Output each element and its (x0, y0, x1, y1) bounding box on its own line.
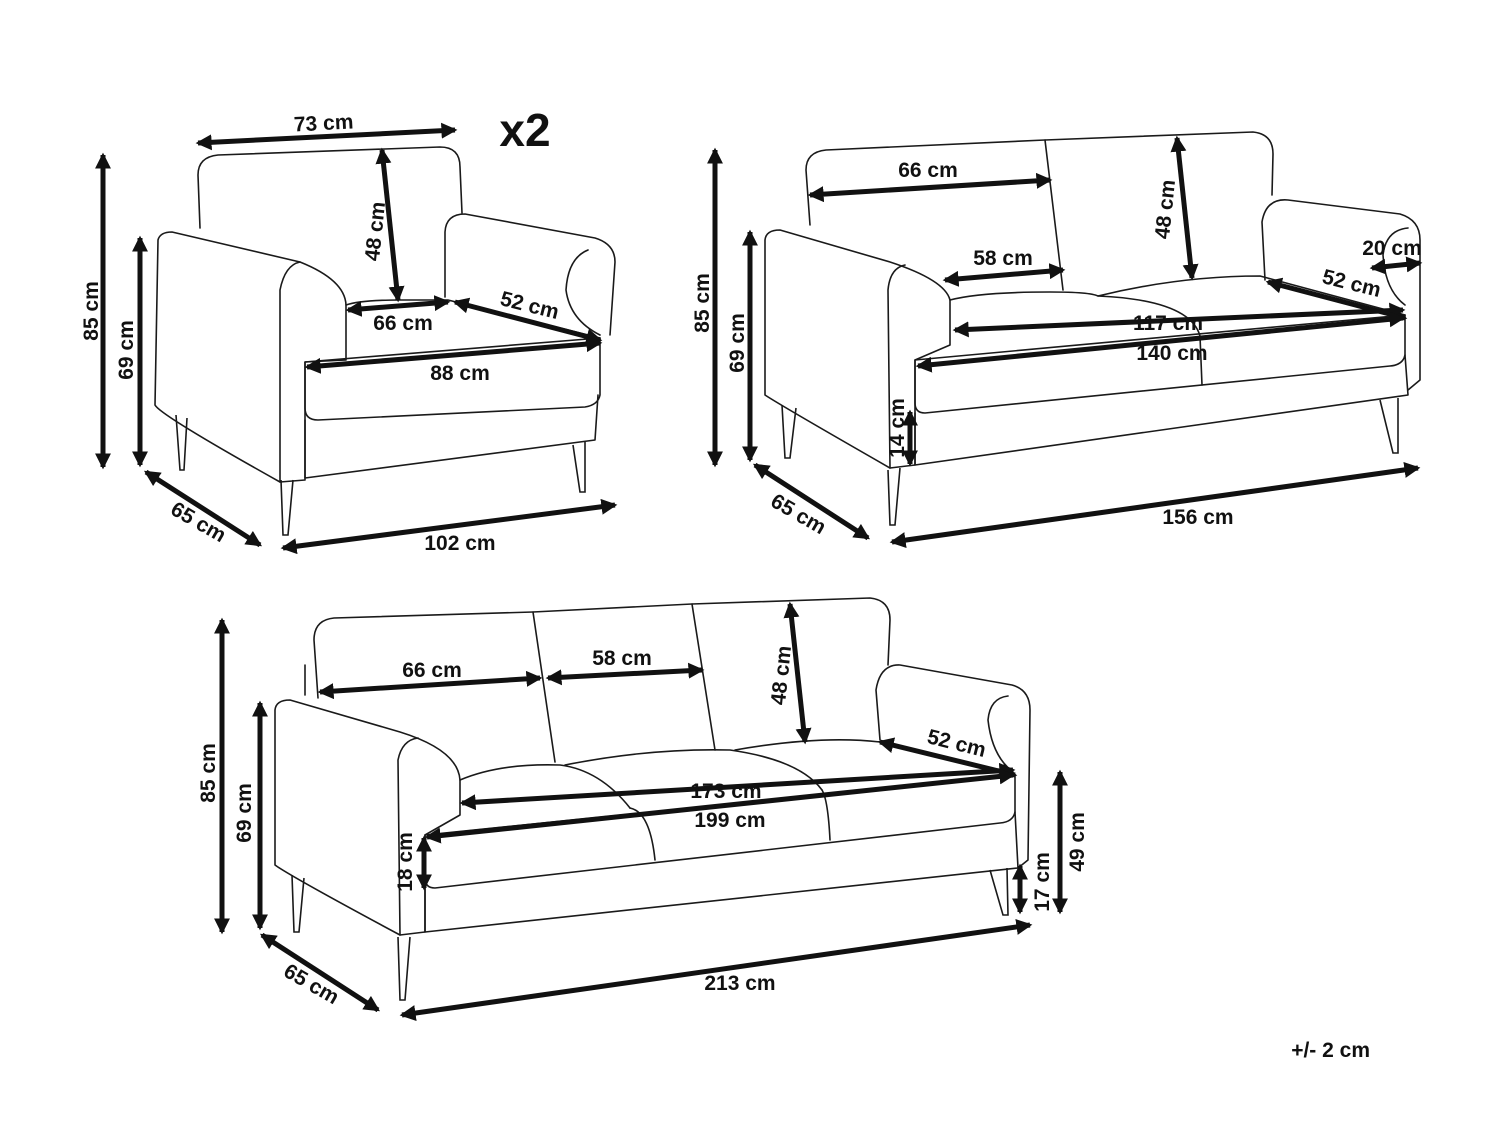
sofa-seat-height-label: 49 cm (1066, 812, 1089, 872)
loveseat-arm-width-arrow (1369, 256, 1423, 275)
armchair-backrest (197, 146, 463, 229)
dimension-labels: 73 cm x2 85 cm 69 cm 48 cm 66 cm 52 cm 8… (80, 104, 1422, 1062)
sofa-seat-cushion-width-label: 58 cm (592, 647, 652, 670)
sofa-back-cushion-arrow (317, 670, 543, 700)
loveseat-leg (781, 404, 797, 459)
armchair-seat-width-back-label: 66 cm (373, 312, 433, 335)
loveseat-seat-width-front-label: 140 cm (1136, 342, 1207, 365)
sofa-leg (989, 867, 1009, 916)
armchair-leg (280, 479, 294, 536)
armchair-leg (175, 414, 188, 471)
armchair-height-total-label: 85 cm (80, 281, 103, 341)
sofa-seat-cushion-width-arrow (545, 662, 705, 686)
sofa-width-total-arrow (399, 919, 1033, 1021)
armchair-leg (572, 442, 586, 493)
loveseat-leg-height-label: 14 cm (886, 398, 909, 458)
sofa-right-arm (875, 664, 1031, 869)
loveseat-seat-cushion-label: 58 cm (973, 247, 1033, 270)
armchair-width-total-label: 102 cm (424, 532, 495, 555)
armchair-seat-depth-label: 52 cm (498, 287, 561, 324)
sofa-width-total-label: 213 cm (704, 972, 775, 995)
loveseat-back-height-arrow (1170, 135, 1199, 281)
sofa-leg-height-label: 17 cm (1031, 852, 1054, 912)
sofa-height-total-label: 85 cm (197, 743, 220, 803)
armchair-width-total-arrow (280, 498, 618, 555)
sofa-height-arm-label: 69 cm (233, 783, 256, 843)
loveseat-right-arm (1261, 199, 1421, 391)
armchair-back-height-arrow (375, 147, 405, 303)
armchair-left-arm (154, 231, 347, 483)
armchair-height-arm-label: 69 cm (115, 320, 138, 380)
armchair-seat-width-front-label: 88 cm (430, 362, 490, 385)
dimension-arrows (94, 122, 1423, 1021)
loveseat-back-height-label: 48 cm (1151, 179, 1180, 241)
sofa-depth-arrow (259, 932, 381, 1013)
loveseat-back-cushion-label: 66 cm (898, 159, 958, 182)
loveseat-arm-width-label: 20 cm (1362, 237, 1422, 260)
loveseat-seat-width-back-label: 117 cm (1133, 312, 1203, 335)
armchair-seat-width-front-arrow (304, 336, 603, 374)
loveseat-seat-cushion-arrow (942, 263, 1066, 287)
loveseat-height-total-label: 85 cm (691, 273, 714, 333)
sofa-seat-width-front-arrow (424, 768, 1016, 844)
sofa-back-height-label: 48 cm (767, 645, 796, 707)
loveseat-height-arm-label: 69 cm (726, 313, 749, 373)
armchair-seat-depth-arrow (452, 297, 603, 345)
loveseat-width-total-label: 156 cm (1162, 506, 1233, 529)
armchair-width-top-arrow (195, 122, 458, 151)
sofa-seat-width-front-label: 199 cm (694, 809, 765, 832)
armchair-back-height-label: 48 cm (361, 201, 390, 263)
loveseat-leg (887, 467, 901, 526)
armchair-right-arm (444, 213, 616, 336)
armchair-depth-arrow (143, 469, 263, 548)
loveseat-seat-width-front-arrow (915, 311, 1406, 373)
loveseat-width-total-arrow (889, 461, 1421, 549)
sofa-backrest (313, 597, 891, 699)
sofa-seat-thickness-label: 18 cm (394, 832, 417, 892)
loveseat-depth-label: 65 cm (767, 490, 830, 540)
sofa-leg (291, 874, 305, 933)
armchair-width-top-label: 73 cm (293, 110, 354, 136)
sofa-back-height-arrow (783, 601, 812, 745)
armchair-multiplier: x2 (499, 104, 550, 156)
sofa-seat-width-back-label: 173 cm (690, 780, 761, 803)
tolerance-note: +/- 2 cm (1291, 1039, 1370, 1062)
loveseat-back-cushion-arrow (807, 172, 1053, 203)
loveseat-depth-arrow (752, 462, 871, 541)
armchair-seat-cushion (304, 337, 601, 421)
sofa-back-cushion-label: 66 cm (402, 659, 462, 682)
loveseat-leg (1379, 398, 1399, 454)
armchair-seat-width-back-arrow (345, 295, 451, 317)
sofa-leg (397, 936, 411, 1001)
